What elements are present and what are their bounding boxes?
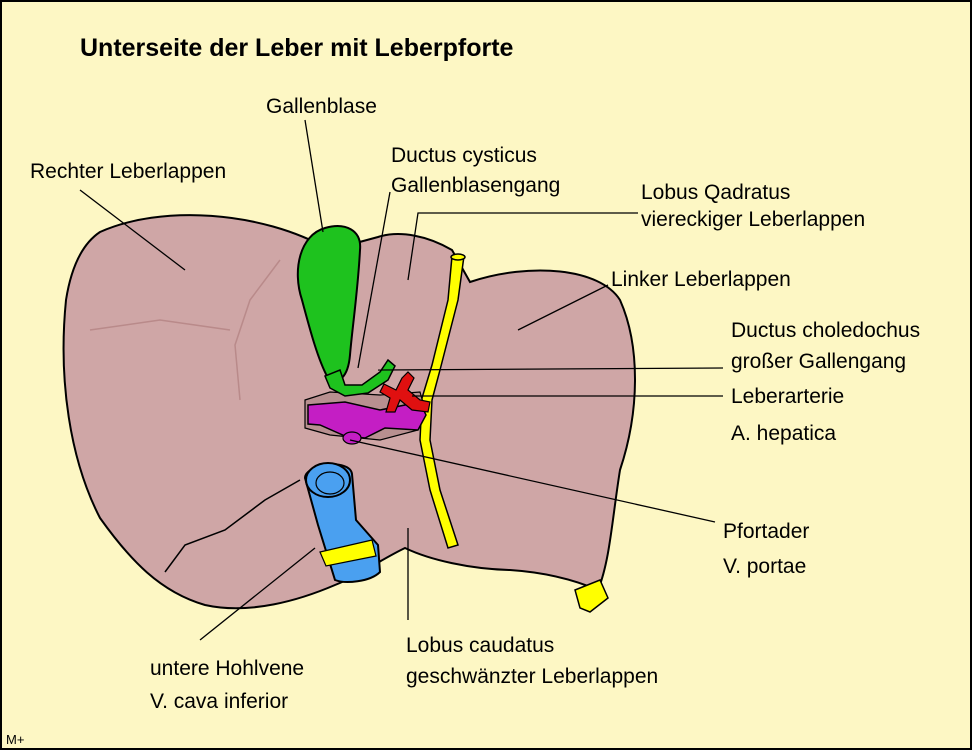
label-a-hepatica: A. hepatica xyxy=(731,422,836,445)
label-ductus-choledochus: Ductus choledochus xyxy=(731,319,920,342)
label-lobus-quadratus: Lobus Qadratus xyxy=(641,181,790,204)
ligament-top xyxy=(451,254,465,260)
label-ductus-cysticus: Ductus cysticus xyxy=(391,144,537,167)
label-rechter-leberlappen: Rechter Leberlappen xyxy=(30,160,226,183)
label-grosser-gallengang: großer Gallengang xyxy=(731,350,906,373)
label-gallenblase: Gallenblase xyxy=(266,95,377,118)
label-viereckiger-leberlappen: viereckiger Leberlappen xyxy=(641,208,865,231)
label-lobus-caudatus: Lobus caudatus xyxy=(406,634,554,657)
label-leberarterie: Leberarterie xyxy=(731,385,844,408)
corner-mark: M+ xyxy=(6,732,24,747)
label-v-cava-inferior: V. cava inferior xyxy=(150,690,288,713)
label-linker-leberlappen: Linker Leberlappen xyxy=(611,268,791,291)
diagram-title: Unterseite der Leber mit Leberpforte xyxy=(80,34,514,62)
label-geschwaenzter-leberlappen: geschwänzter Leberlappen xyxy=(406,665,658,688)
label-v-portae: V. portae xyxy=(723,555,806,578)
label-pfortader: Pfortader xyxy=(723,520,809,543)
label-untere-hohlvene: untere Hohlvene xyxy=(150,657,304,680)
label-gallenblasengang: Gallenblasengang xyxy=(391,174,560,197)
